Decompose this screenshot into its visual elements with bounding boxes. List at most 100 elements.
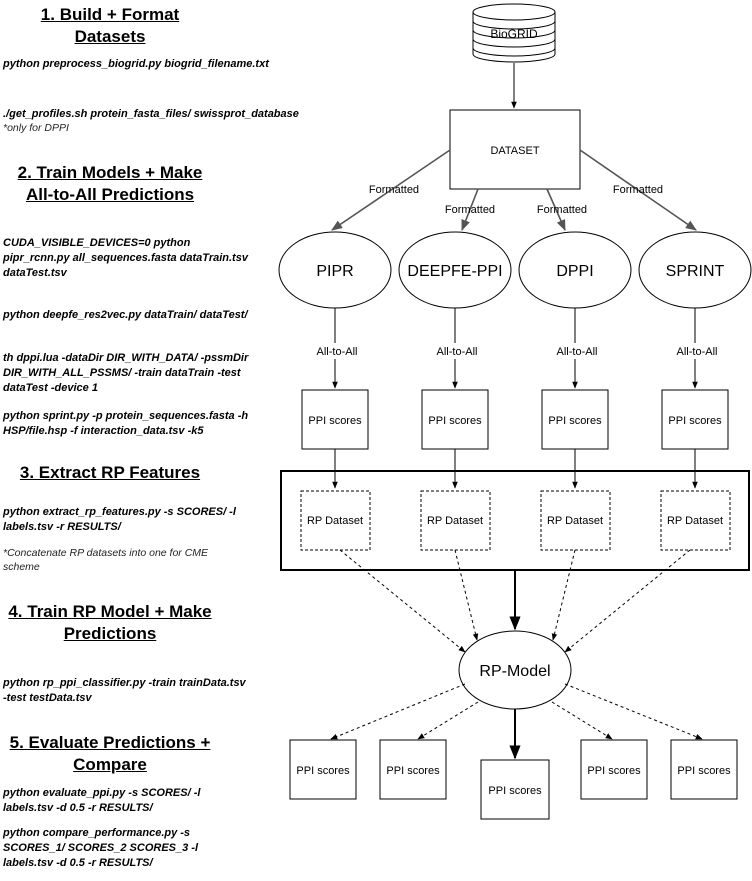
ppi-scores-box-dppi (541, 389, 609, 450)
ppi-scores-box-deepfe (421, 389, 489, 450)
edge-rp-model-dppi (551, 549, 576, 641)
step4-command-line: python rp_ppi_classifier.py -train train… (3, 677, 246, 689)
step3-command-line: labels.tsv -r RESULTS/ (3, 521, 121, 533)
edge-label-formatted: Formatted (445, 204, 495, 216)
rp-model-label: RP-Model (479, 663, 550, 680)
step4-heading-line2: Predictions (63, 624, 157, 643)
edge-label-formatted: Formatted (369, 184, 419, 196)
rp-dataset-box-sprint (660, 490, 731, 551)
output-ppi-scores-label: PPI scores (488, 785, 542, 797)
rp-dataset-label: RP Dataset (307, 515, 363, 527)
edge-label-formatted: Formatted (537, 204, 587, 216)
dataset-label: DATASET (490, 145, 539, 157)
ppi-scores-label: PPI scores (668, 415, 722, 427)
edge-rp-model-pipr (339, 549, 466, 653)
step2-heading: 2. Train Models + Make All-to-All Predic… (0, 162, 220, 206)
model-label-dppi: DPPI (556, 263, 593, 280)
edge-label-all-to-all: All-to-All (317, 346, 358, 358)
step2-command-dppi-line: th dppi.lua -dataDir DIR_WITH_DATA/ -pss… (3, 352, 249, 364)
step4-command-line: -test testData.tsv (3, 692, 92, 704)
rp-dataset-box-dppi (540, 490, 611, 551)
step1-heading-line2: Datasets (74, 27, 146, 46)
step2-command-sprint: python sprint.py -p protein_sequences.fa… (3, 409, 248, 439)
step3-note: *Concatenate RP datasets into one for CM… (3, 546, 208, 574)
step3-note-line: scheme (3, 561, 40, 573)
step2-command-sprint-line: HSP/file.hsp -f interaction_data.tsv -k5 (3, 425, 204, 437)
edge-dataset-sprint (579, 149, 697, 231)
step1-command-preprocess: python preprocess_biogrid.py biogrid_fil… (3, 58, 269, 70)
step2-command-pipr-line: CUDA_VISIBLE_DEVICES=0 python (3, 237, 191, 249)
step5-heading-line1: 5. Evaluate Predictions + (9, 733, 211, 752)
step2-command-pipr-line: dataTest.tsv (3, 267, 67, 279)
step2-command-deepfe: python deepfe_res2vec.py dataTrain/ data… (3, 309, 248, 321)
output-ppi-scores-box (670, 739, 738, 800)
step5-heading: 5. Evaluate Predictions + Compare (0, 732, 220, 776)
edge-dataset-deepfe (461, 188, 479, 232)
step5-command-compare: python compare_performance.py -s SCORES_… (3, 826, 198, 871)
edge-output-2 (417, 701, 479, 740)
step2-command-pipr: CUDA_VISIBLE_DEVICES=0 python pipr_rcnn.… (3, 236, 248, 281)
output-ppi-scores-box (480, 759, 550, 820)
ppi-scores-box-sprint (661, 389, 729, 450)
step5-command-evaluate-line: labels.tsv -d 0.5 -r RESULTS/ (3, 802, 153, 814)
step5-command-evaluate: python evaluate_ppi.py -s SCORES/ -l lab… (3, 786, 200, 816)
step5-command-evaluate-line: python evaluate_ppi.py -s SCORES/ -l (3, 787, 201, 799)
step2-command-sprint-line: python sprint.py -p protein_sequences.fa… (3, 410, 249, 422)
step2-heading-line1: 2. Train Models + Make (17, 163, 203, 182)
step3-command: python extract_rp_features.py -s SCORES/… (3, 505, 236, 535)
model-label-deepfe-ppi: DEEPFE-PPI (407, 263, 502, 280)
step4-heading-line1: 4. Train RP Model + Make (8, 602, 212, 621)
step5-command-compare-line: labels.tsv -d 0.5 -r RESULTS/ (3, 857, 153, 869)
model-label-sprint: SPRINT (666, 263, 725, 280)
step5-command-compare-line: python compare_performance.py -s (3, 827, 191, 839)
rp-dataset-box-deepfe (420, 490, 491, 551)
output-ppi-scores-label: PPI scores (587, 765, 641, 777)
ppi-scores-label: PPI scores (428, 415, 482, 427)
biogrid-database-icon (472, 3, 556, 63)
rp-dataset-label: RP Dataset (547, 515, 603, 527)
rp-dataset-label: RP Dataset (667, 515, 723, 527)
dataset-box (449, 109, 581, 190)
edge-label-all-to-all: All-to-All (557, 346, 598, 358)
step2-command-dppi-line: DIR_WITH_ALL_PSSMS/ -train dataTrain -te… (3, 367, 241, 379)
output-ppi-scores-box (580, 739, 648, 800)
step1-heading-line1: 1. Build + Format (40, 5, 180, 24)
step2-command-dppi-line: dataTest -device 1 (3, 382, 98, 394)
model-label-pipr: PIPR (316, 263, 353, 280)
output-ppi-scores-label: PPI scores (296, 765, 350, 777)
output-ppi-scores-label: PPI scores (677, 765, 731, 777)
step1-note: *only for DPPI (3, 122, 69, 134)
edge-label-all-to-all: All-to-All (677, 346, 718, 358)
step2-command-dppi: th dppi.lua -dataDir DIR_WITH_DATA/ -pss… (3, 351, 248, 396)
step5-command-compare-line: SCORES_1/ SCORES_2 SCORES_3 -l (3, 842, 199, 854)
edge-label-all-to-all: All-to-All (437, 346, 478, 358)
edge-output-5 (564, 683, 703, 740)
ppi-scores-label: PPI scores (308, 415, 362, 427)
ppi-scores-box-pipr (301, 389, 369, 450)
ppi-scores-label: PPI scores (548, 415, 602, 427)
step3-command-line: python extract_rp_features.py -s SCORES/… (3, 506, 236, 518)
rp-dataset-box-pipr (300, 490, 371, 551)
edge-rp-model-deepfe (454, 549, 479, 641)
edge-output-1 (330, 683, 466, 740)
step4-command: python rp_ppi_classifier.py -train train… (3, 676, 246, 706)
edge-dataset-pipr (331, 149, 451, 231)
step3-note-line: *Concatenate RP datasets into one for CM… (3, 547, 209, 559)
step1-command-profiles: ./get_profiles.sh protein_fasta_files/ s… (3, 108, 299, 120)
step1-heading: 1. Build + Format Datasets (20, 4, 200, 48)
edge-output-4 (551, 701, 613, 740)
biogrid-label: BioGRID (490, 27, 538, 41)
output-ppi-scores-box (289, 739, 357, 800)
edge-dataset-dppi (546, 188, 566, 232)
edge-rp-model-sprint (564, 549, 691, 653)
step5-heading-line2: Compare (73, 755, 147, 774)
edge-label-formatted: Formatted (613, 184, 663, 196)
step2-command-pipr-line: pipr_rcnn.py all_sequences.fasta dataTra… (3, 252, 248, 264)
output-ppi-scores-label: PPI scores (386, 765, 440, 777)
output-ppi-scores-box (379, 739, 447, 800)
rp-dataset-label: RP Dataset (427, 515, 483, 527)
step3-heading: 3. Extract RP Features (19, 463, 201, 482)
step2-heading-line2: All-to-All Predictions (25, 185, 195, 204)
step4-heading: 4. Train RP Model + Make Predictions (0, 601, 220, 645)
